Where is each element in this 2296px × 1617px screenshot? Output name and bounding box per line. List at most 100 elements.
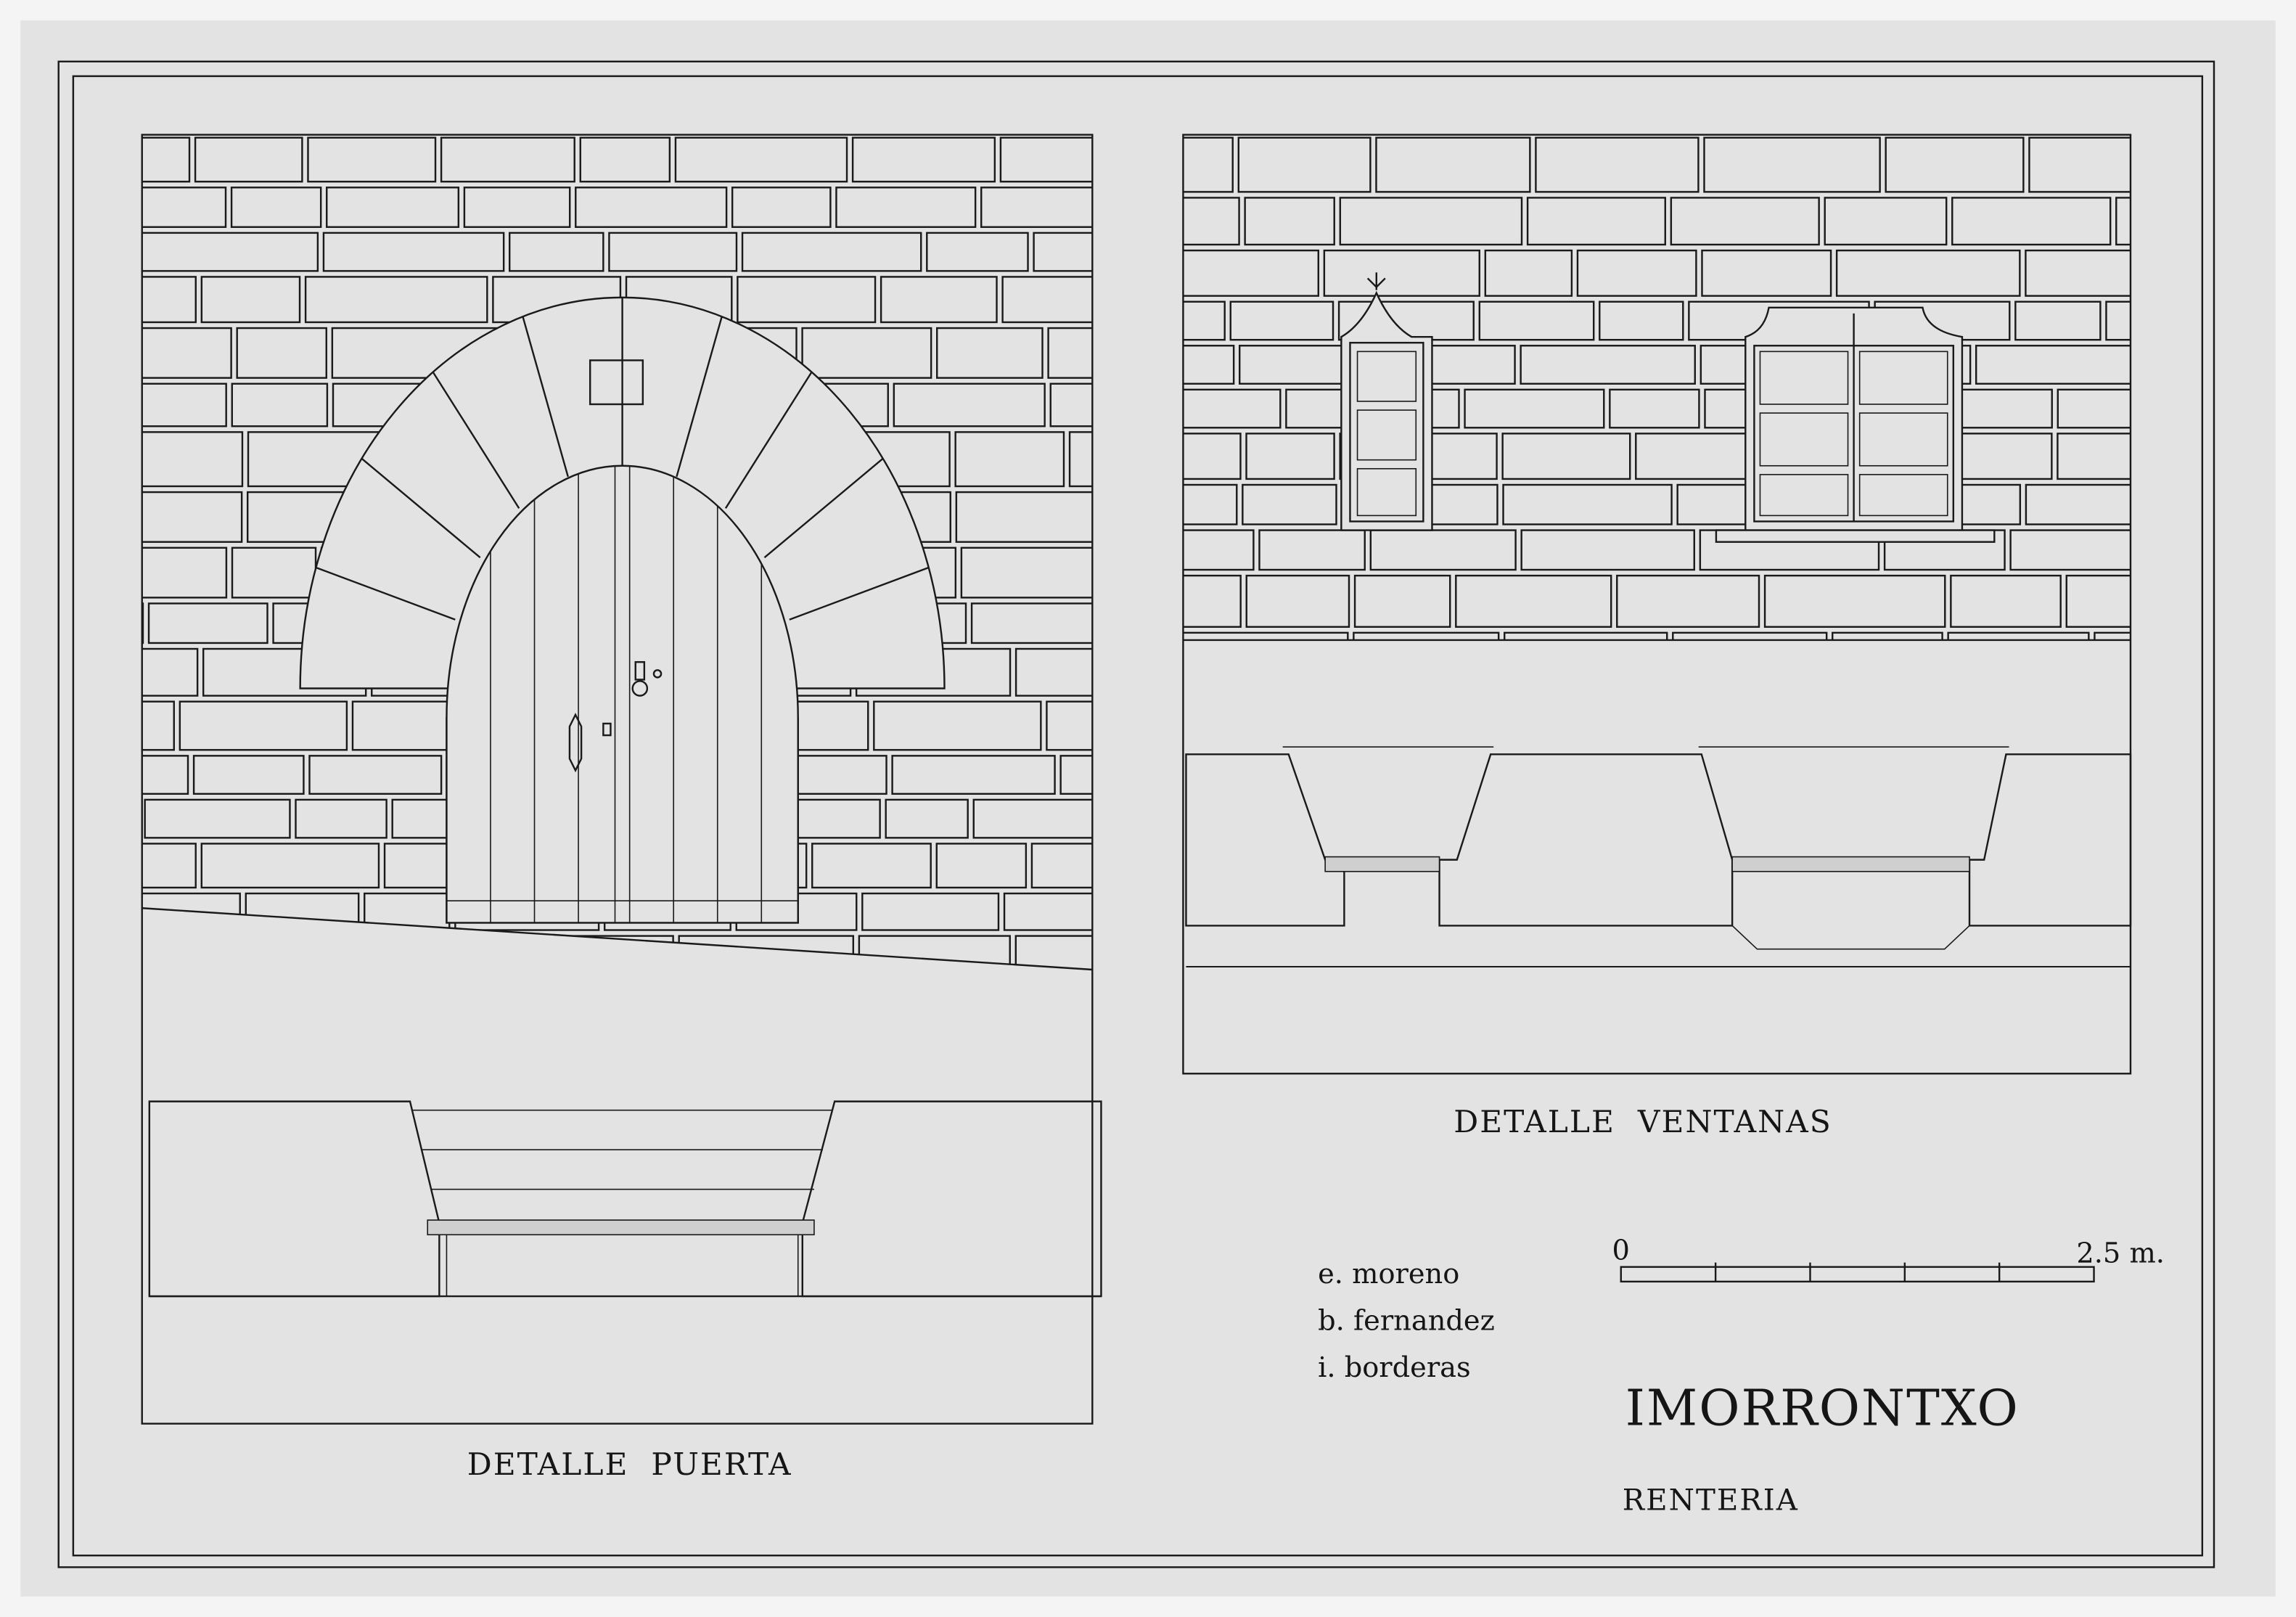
scale-end-label: 2.5 m. — [2076, 1237, 2165, 1270]
stone-block — [1616, 574, 1760, 628]
credit-author: e. moreno — [1318, 1258, 1459, 1290]
stone-block — [142, 647, 199, 697]
stone-block — [1672, 631, 1828, 640]
stone-block — [1824, 197, 1948, 246]
stone-block — [861, 892, 1000, 931]
stone-block — [142, 327, 232, 379]
stone-block — [142, 843, 197, 889]
stone-block — [1049, 382, 1093, 427]
voussoir-joint — [522, 316, 569, 478]
stone-block — [1003, 892, 1093, 931]
stone-block — [308, 755, 443, 795]
outer-frame — [57, 60, 2215, 1568]
stone-block — [142, 136, 191, 183]
window-pane — [1759, 412, 1849, 467]
stone-block — [1183, 300, 1226, 341]
stone-block — [674, 136, 848, 183]
stone-block — [508, 232, 604, 272]
windows-detail-label: DETALLE VENTANAS — [1454, 1104, 1832, 1139]
stone-block — [142, 232, 319, 272]
stone-block — [142, 700, 175, 751]
stone-block — [579, 136, 671, 183]
stone-block — [440, 136, 575, 183]
voussoir-joint — [315, 566, 456, 621]
stone-block — [1353, 631, 1500, 640]
large-window — [1715, 306, 1996, 543]
stone-block — [835, 187, 977, 229]
paper — [20, 20, 2276, 1597]
stone-block — [463, 187, 571, 229]
stone-block — [893, 382, 1046, 427]
stone-block — [1068, 431, 1093, 488]
stone-block — [1763, 574, 1946, 628]
stone-block — [304, 276, 488, 324]
stone-block — [954, 431, 1065, 488]
stone-block — [200, 276, 301, 324]
stone-block — [972, 798, 1093, 839]
stone-block — [230, 187, 322, 229]
stone-block — [142, 276, 197, 324]
stone-block — [1245, 433, 1335, 480]
windows-detail-panel — [1182, 134, 2132, 1075]
stone-block — [142, 431, 244, 488]
stone-block — [1599, 300, 1684, 341]
stone-block — [1059, 755, 1093, 795]
stone-block — [142, 755, 189, 795]
voussoir-joint — [676, 316, 723, 478]
stone-block — [1526, 197, 1666, 246]
credit-author: b. fernandez — [1318, 1304, 1495, 1337]
stone-block — [926, 232, 1029, 272]
stone-block — [1258, 529, 1366, 571]
window-pane — [1759, 474, 1849, 517]
stone-block — [2009, 529, 2131, 571]
voussoir-joint — [724, 371, 813, 509]
door-detail-panel — [141, 134, 1102, 1425]
stone-block — [2057, 388, 2131, 429]
stone-block — [2014, 300, 2102, 341]
voussoir-joints — [315, 297, 930, 621]
stone-block — [741, 232, 922, 272]
stone-block — [2115, 197, 2131, 246]
stone-block — [1033, 232, 1093, 272]
stone-block — [1701, 249, 1832, 297]
stone-block — [1835, 249, 2021, 297]
stone-block — [1183, 433, 1242, 480]
stone-block — [1464, 388, 1605, 429]
stone-block — [1183, 529, 1255, 571]
stone-block — [737, 276, 877, 324]
stone-block — [142, 187, 227, 229]
stone-block — [1975, 345, 2131, 385]
stone-block — [1375, 136, 1531, 193]
stone-block — [801, 327, 932, 379]
stone-block — [1455, 574, 1612, 628]
stone-block — [142, 546, 228, 599]
stone-block — [1242, 483, 1337, 525]
stone-block — [873, 700, 1042, 751]
voussoir-joint — [763, 457, 884, 559]
stone-block — [936, 327, 1044, 379]
stone-block — [880, 276, 998, 324]
stone-block — [1183, 574, 1242, 628]
stone-block — [891, 755, 1056, 795]
voussoir-joint — [432, 371, 520, 509]
stone-block — [307, 136, 437, 183]
window-pane — [1858, 412, 1948, 467]
stone-block — [1323, 249, 1480, 297]
credits: e. moreno b. fernandez i. borderas — [1318, 1258, 1495, 1384]
stone-block — [1703, 136, 1881, 193]
stone-block — [1047, 327, 1093, 379]
ground-slope — [142, 907, 1093, 971]
stone-block — [885, 798, 969, 839]
inner-frame — [72, 75, 2204, 1557]
stone-block — [147, 602, 268, 644]
stone-block — [1183, 483, 1238, 525]
window-pane — [1858, 474, 1948, 517]
stone-block — [1353, 574, 1451, 628]
stone-block — [851, 136, 996, 183]
stone-block — [608, 232, 738, 272]
window-pane — [1759, 351, 1849, 405]
stone-block — [1030, 843, 1093, 889]
door-hardware — [568, 660, 663, 773]
location-label: RENTERIA — [1623, 1483, 1799, 1518]
